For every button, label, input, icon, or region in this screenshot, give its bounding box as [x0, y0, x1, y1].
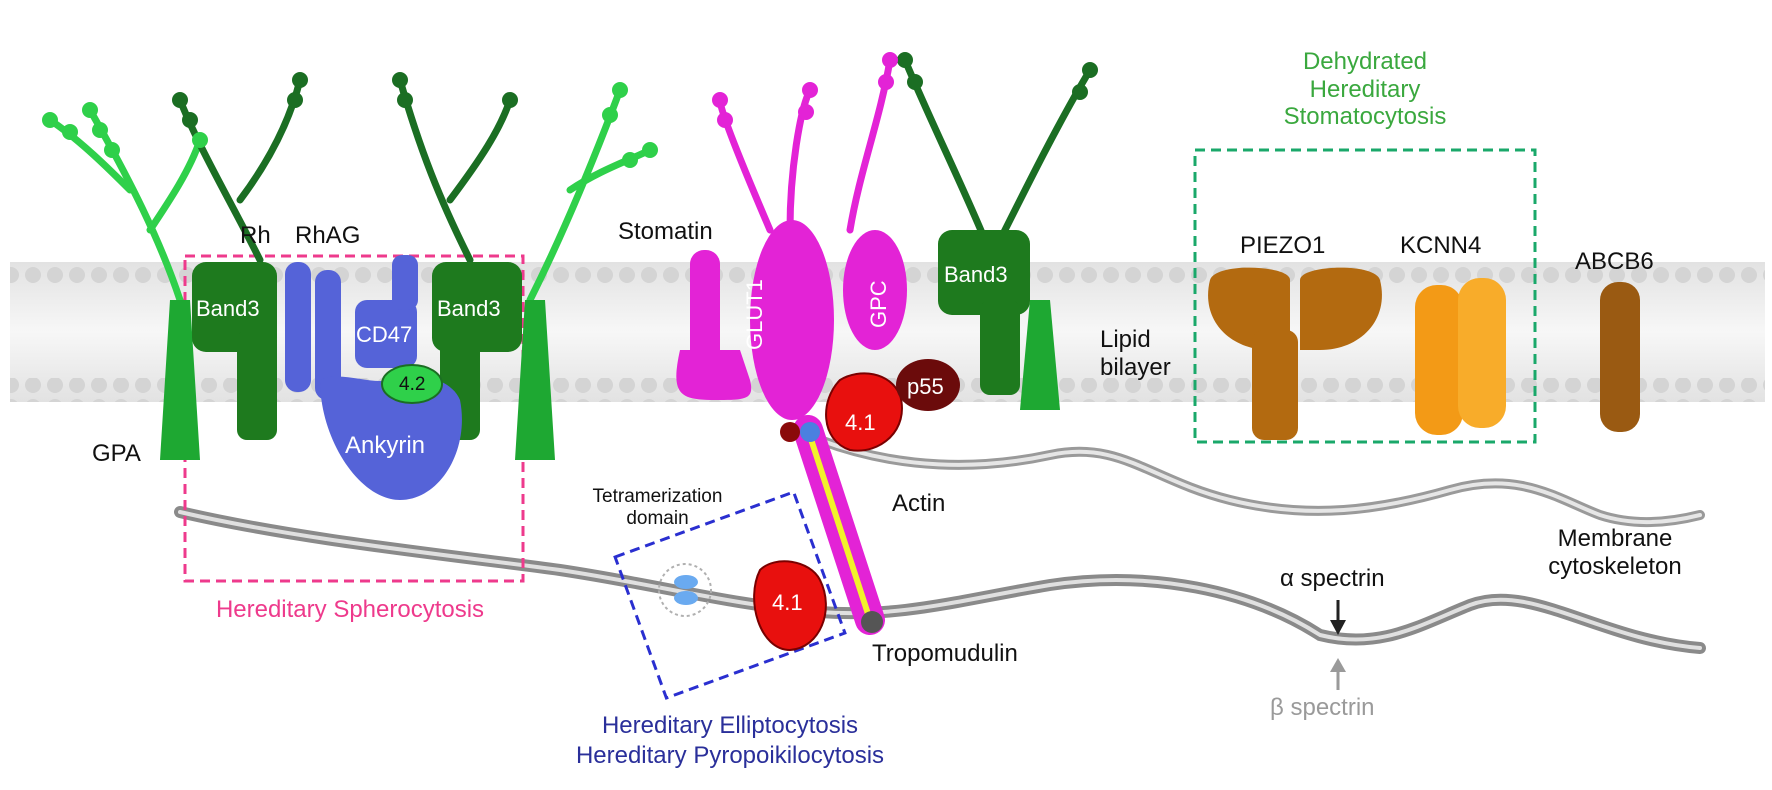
p55-label: p55 — [907, 374, 944, 399]
piezo1-label: PIEZO1 — [1240, 232, 1326, 259]
membrane-cytoskeleton-label: Membrane cytoskeleton — [1548, 525, 1682, 580]
elliptocytosis-box — [613, 490, 847, 700]
ankyrin-label: Ankyrin — [345, 432, 426, 459]
protein-41-top-shape — [825, 372, 903, 452]
beta-spectrin-label: β spectrin — [1270, 694, 1375, 721]
lipid-bilayer-label: Lipid bilayer — [1100, 326, 1171, 381]
band3-right-label: Band3 — [944, 262, 1008, 287]
band3-right — [938, 230, 1030, 395]
protein-42-shape — [381, 364, 443, 404]
glycan-tree-dark-2 — [396, 76, 514, 264]
band3-left — [192, 262, 277, 440]
stomatin-label: Stomatin — [618, 218, 713, 245]
rh-label: Rh — [240, 222, 271, 249]
protein-41-bottom-label: 4.1 — [772, 590, 803, 615]
stomatocytosis-box — [1193, 148, 1537, 444]
ankyrin-shape — [320, 376, 462, 500]
alpha-spectrin-label: α spectrin — [1280, 565, 1385, 592]
kcnn4-label: KCNN4 — [1400, 232, 1482, 259]
kcnn4-shape — [1415, 278, 1506, 435]
gpc-label: GPC — [866, 280, 891, 328]
band3-left-label: Band3 — [196, 296, 260, 321]
tetramerization-label: Tetramerization domain — [592, 486, 723, 529]
actin-filament — [780, 415, 885, 635]
abcb6-shape — [1600, 282, 1640, 432]
stomatocytosis-label: Dehydrated Hereditary Stomatocytosis — [1283, 48, 1447, 131]
actin-label: Actin — [892, 490, 946, 517]
gpa-cones — [160, 300, 1060, 460]
glut1-shape — [750, 220, 834, 420]
tropomodulin-label: Tropomudulin — [872, 640, 1018, 667]
spherocytosis-label: Hereditary Spherocytosis — [215, 596, 485, 623]
p55-shape — [896, 359, 960, 411]
protein-42-label: 4.2 — [399, 374, 426, 395]
spectrin-network — [174, 435, 1706, 654]
glut1-label: GLUT1 — [742, 279, 767, 350]
glycan-tree-dark-3 — [901, 56, 1094, 244]
rh-rhag-complex — [285, 255, 462, 500]
protein-41-bottom-shape — [753, 560, 827, 652]
spectrin-filament-upper — [815, 435, 1705, 528]
gpc-shape — [843, 230, 907, 350]
cd47-label: CD47 — [356, 322, 413, 347]
abcb6-label: ABCB6 — [1575, 248, 1654, 275]
rhag-label: RhAG — [295, 222, 361, 249]
elliptocytosis-label: Hereditary Elliptocytosis — [601, 712, 859, 739]
band3-mid-label: Band3 — [437, 296, 501, 321]
tetramerization-domain-shape — [658, 563, 712, 617]
pyropoikilocytosis-label: Hereditary Pyropoikilocytosis — [575, 742, 885, 769]
glycan-beads — [42, 52, 1098, 168]
protein-41-top-label: 4.1 — [845, 410, 876, 435]
spectrin-arrows — [1330, 600, 1346, 690]
stomatin-shape — [676, 250, 752, 400]
piezo1-shape — [1208, 267, 1382, 440]
gpa-label: GPA — [92, 440, 141, 467]
